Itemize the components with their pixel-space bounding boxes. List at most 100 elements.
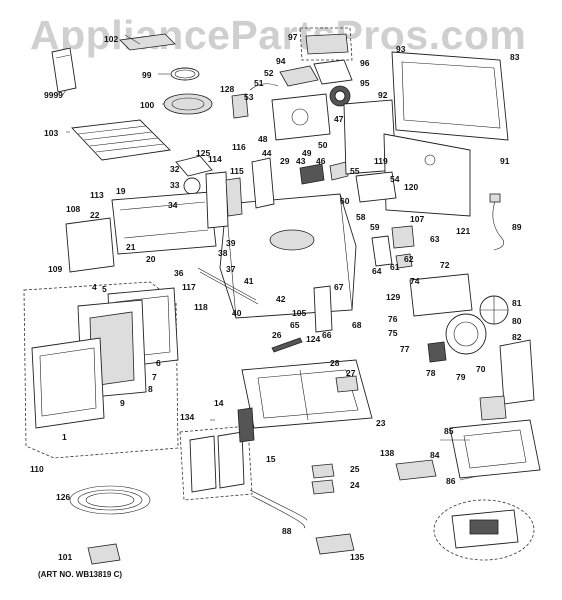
label-110: 110 <box>30 464 44 474</box>
part-101-label <box>87 543 121 565</box>
part-64-bracket <box>371 235 393 267</box>
label-1: 1 <box>62 432 67 442</box>
label-124: 124 <box>306 334 320 344</box>
label-39: 39 <box>226 238 236 248</box>
part-128-terminal <box>231 93 249 119</box>
label-67: 67 <box>334 282 344 292</box>
part-96-fan-housing <box>313 59 353 85</box>
label-78: 78 <box>426 368 436 378</box>
label-27: 27 <box>346 368 356 378</box>
part-43-vent-cover <box>299 163 325 185</box>
label-89: 89 <box>512 222 522 232</box>
part-84-base-plate <box>449 419 541 479</box>
part-115-duct <box>225 177 243 217</box>
label-119: 119 <box>374 156 388 166</box>
label-46: 46 <box>316 156 326 166</box>
part-89-power-cord <box>489 193 505 251</box>
label-32: 32 <box>170 164 180 174</box>
part-135-label <box>315 533 355 555</box>
label-126: 126 <box>56 492 70 502</box>
label-62: 62 <box>404 254 414 264</box>
label-61: 61 <box>390 262 400 272</box>
label-4: 4 <box>92 282 97 292</box>
art-number-caption: (ART NO. WB13819 C) <box>38 570 123 579</box>
part-126-coil-cord <box>69 485 151 515</box>
label-6: 6 <box>156 358 161 368</box>
label-100: 100 <box>140 100 154 110</box>
part-62-switch <box>395 253 413 269</box>
part-61-relay <box>391 225 415 249</box>
label-51: 51 <box>254 78 264 88</box>
label-49: 49 <box>302 148 312 158</box>
label-20: 20 <box>146 254 156 264</box>
label-125: 125 <box>196 148 210 158</box>
part-125-stirrer-cover <box>175 155 213 177</box>
label-82: 82 <box>512 332 522 342</box>
label-95: 95 <box>360 78 370 88</box>
label-96: 96 <box>360 58 370 68</box>
leader-lines <box>61 34 479 481</box>
label-60: 60 <box>340 196 350 206</box>
part-108-panel-cover <box>65 217 115 273</box>
label-80: 80 <box>512 316 522 326</box>
label-63: 63 <box>430 234 440 244</box>
label-135: 135 <box>350 552 364 562</box>
label-94: 94 <box>276 56 286 66</box>
label-15: 15 <box>266 454 276 464</box>
part-93-outer-case-top <box>391 51 509 141</box>
label-102: 102 <box>104 34 118 44</box>
part-25-plate <box>311 463 335 479</box>
label-86: 86 <box>446 476 456 486</box>
part-number-labels: 9999 102 99 100 103 125 128 53 51 52 94 … <box>30 32 522 562</box>
part-99-roller-ring <box>170 67 200 81</box>
label-129: 129 <box>386 292 400 302</box>
label-50: 50 <box>318 140 328 150</box>
part-46-plate <box>329 161 349 181</box>
label-28: 28 <box>330 358 340 368</box>
label-97: 97 <box>288 32 298 42</box>
label-44: 44 <box>262 148 272 158</box>
label-101: 101 <box>58 552 72 562</box>
label-23: 23 <box>376 418 386 428</box>
label-58: 58 <box>356 212 366 222</box>
part-14-board <box>237 407 255 443</box>
part-134-control-box <box>179 425 253 501</box>
label-105: 105 <box>292 308 306 318</box>
label-66: 66 <box>322 330 332 340</box>
part-19-control-panel <box>111 191 217 255</box>
label-76: 76 <box>388 314 398 324</box>
label-53: 53 <box>244 92 254 102</box>
part-55-switch-group <box>355 171 397 203</box>
label-9: 9 <box>120 398 125 408</box>
label-107: 107 <box>410 214 424 224</box>
label-34: 34 <box>168 200 178 210</box>
label-74: 74 <box>410 276 420 286</box>
label-109: 109 <box>48 264 62 274</box>
label-128: 128 <box>220 84 234 94</box>
part-40-shaft <box>197 267 259 305</box>
label-26: 26 <box>272 330 282 340</box>
label-38: 38 <box>218 248 228 258</box>
label-93: 93 <box>396 44 406 54</box>
part-103-rack <box>71 119 171 161</box>
label-7: 7 <box>152 372 157 382</box>
label-59: 59 <box>370 222 380 232</box>
label-25: 25 <box>350 464 360 474</box>
part-95-fan-motor <box>329 85 351 107</box>
label-48: 48 <box>258 134 268 144</box>
label-138: 138 <box>380 448 394 458</box>
label-103: 103 <box>44 128 58 138</box>
label-41: 41 <box>244 276 254 286</box>
label-108: 108 <box>66 204 80 214</box>
part-94-vent-grille <box>279 65 319 87</box>
label-65: 65 <box>290 320 300 330</box>
label-75: 75 <box>388 328 398 338</box>
label-116: 116 <box>232 142 246 152</box>
label-40: 40 <box>232 308 242 318</box>
part-70-fan-housing <box>445 313 487 355</box>
label-77: 77 <box>400 344 410 354</box>
label-118: 118 <box>194 302 208 312</box>
part-47-motor-bracket <box>271 93 331 141</box>
label-47: 47 <box>334 114 344 124</box>
